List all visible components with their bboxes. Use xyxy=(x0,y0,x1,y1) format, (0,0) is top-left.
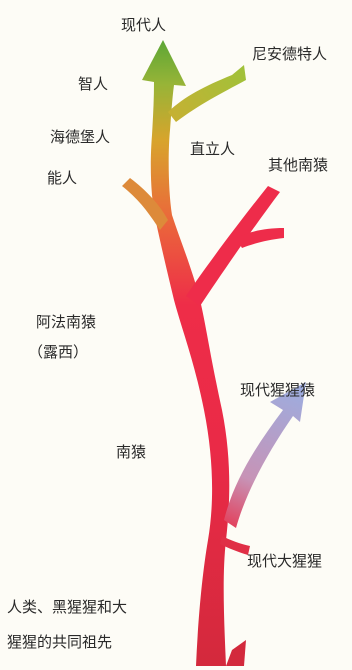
label-modern-chimpanzee: 现代猩猩猿 xyxy=(240,381,316,399)
branch-other-australopithecines xyxy=(186,186,280,306)
branch-modern-gorilla xyxy=(220,536,250,555)
label-afarensis: 阿法南猿 xyxy=(36,313,97,331)
label-australopithecus: 南猿 xyxy=(116,443,147,461)
label-heidelbergensis: 海德堡人 xyxy=(50,128,111,146)
label-lucy: （露西） xyxy=(28,343,89,361)
main-trunk xyxy=(142,40,230,666)
label-neanderthal: 尼安德特人 xyxy=(252,45,328,63)
branch-modern-apes xyxy=(224,382,306,528)
label-homo-sapiens: 智人 xyxy=(78,75,109,93)
label-homo-erectus: 直立人 xyxy=(190,140,236,158)
branch-homo-habilis xyxy=(122,178,168,230)
label-modern-human: 现代人 xyxy=(121,16,167,34)
label-common-ancestor-line1: 人类、黑猩猩和大 xyxy=(7,598,128,616)
trunk-base-notch xyxy=(226,640,246,666)
branch-other-australopithecines-twig xyxy=(236,228,284,248)
label-other-australopithecines: 其他南猿 xyxy=(268,156,329,174)
branch-neanderthal xyxy=(168,65,246,122)
label-common-ancestor-line2: 猩猩的共同祖先 xyxy=(7,633,113,651)
label-modern-gorilla: 现代大猩猩 xyxy=(247,552,323,570)
label-homo-habilis: 能人 xyxy=(47,169,78,187)
